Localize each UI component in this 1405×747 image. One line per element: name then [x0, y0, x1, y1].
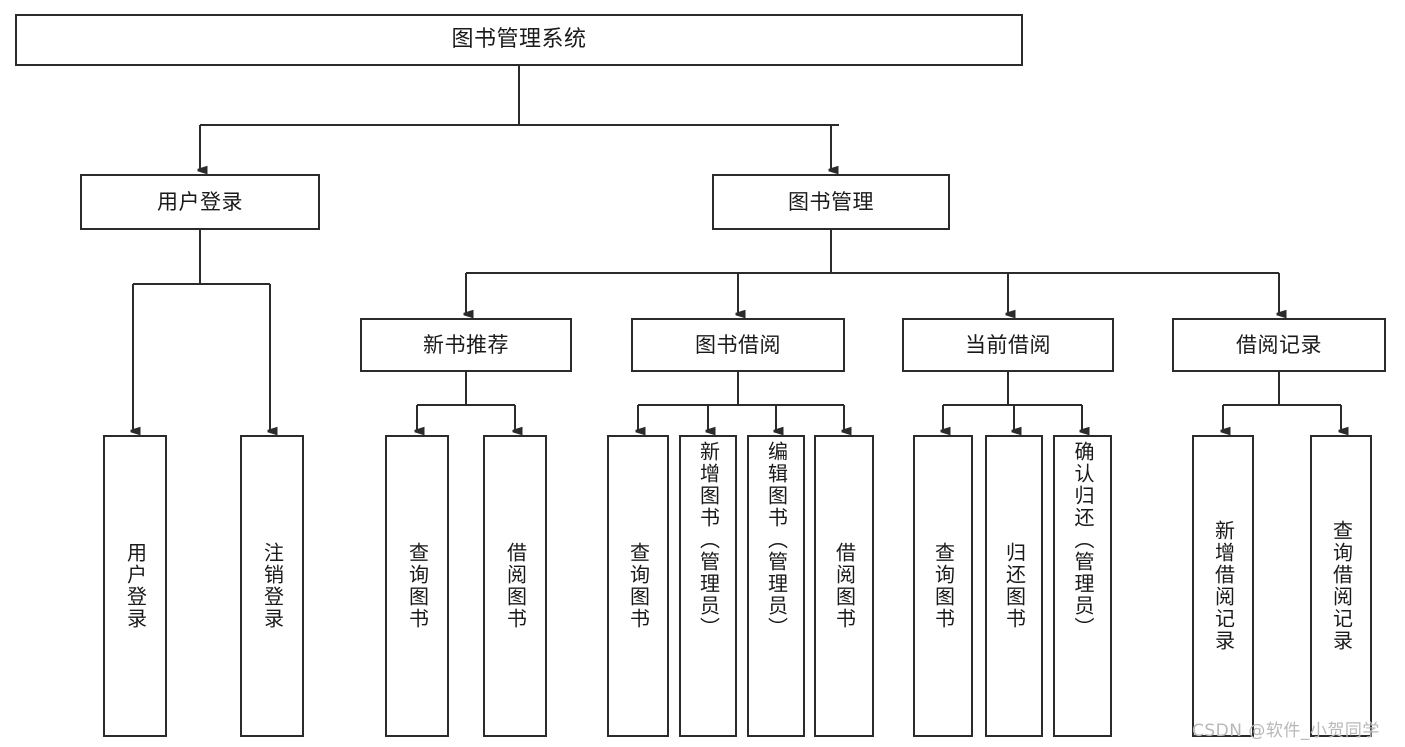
node-leaf-return-book[interactable]: 归还图书 — [985, 435, 1043, 737]
node-borrow-record[interactable]: 借阅记录 — [1172, 318, 1386, 372]
node-leaf-user-login-label: 用户登录 — [123, 542, 148, 630]
node-current-borrow[interactable]: 当前借阅 — [902, 318, 1114, 372]
node-leaf-confirm-return-label: 确认归还（管理员） — [1071, 441, 1095, 639]
node-leaf-edit-book[interactable]: 编辑图书（管理员） — [747, 435, 805, 737]
node-leaf-query-record-label: 查询借阅记录 — [1329, 520, 1354, 652]
node-leaf-edit-book-label: 编辑图书（管理员） — [764, 441, 789, 639]
csdn-watermark: CSDN @软件_小贺同学 — [1192, 721, 1380, 741]
node-leaf-borrow-book-1[interactable]: 借阅图书 — [483, 435, 547, 737]
node-leaf-return-book-label: 归还图书 — [1002, 542, 1027, 630]
node-leaf-query-book-2[interactable]: 查询图书 — [607, 435, 669, 737]
node-user-login[interactable]: 用户登录 — [80, 174, 320, 230]
node-root[interactable]: 图书管理系统 — [15, 14, 1023, 66]
node-leaf-user-login[interactable]: 用户登录 — [103, 435, 167, 737]
node-leaf-borrow-book-2[interactable]: 借阅图书 — [814, 435, 874, 737]
node-leaf-query-book-2-label: 查询图书 — [626, 542, 651, 630]
node-leaf-logout[interactable]: 注销登录 — [240, 435, 304, 737]
node-leaf-query-book-1[interactable]: 查询图书 — [385, 435, 449, 737]
node-leaf-logout-label: 注销登录 — [260, 542, 285, 630]
node-new-book-recommend[interactable]: 新书推荐 — [360, 318, 572, 372]
node-leaf-query-book-3-label: 查询图书 — [931, 542, 956, 630]
node-book-manage[interactable]: 图书管理 — [712, 174, 950, 230]
node-current-borrow-label: 当前借阅 — [965, 332, 1051, 357]
node-leaf-add-record-label: 新增借阅记录 — [1211, 520, 1236, 652]
node-leaf-borrow-book-2-label: 借阅图书 — [832, 542, 857, 630]
node-leaf-add-record[interactable]: 新增借阅记录 — [1192, 435, 1254, 737]
node-root-label: 图书管理系统 — [451, 27, 587, 53]
node-book-manage-label: 图书管理 — [788, 189, 874, 214]
node-book-borrow-label: 图书借阅 — [695, 332, 781, 357]
node-leaf-add-book[interactable]: 新增图书（管理员） — [679, 435, 737, 737]
node-leaf-query-book-1-label: 查询图书 — [405, 542, 430, 630]
node-user-login-label: 用户登录 — [157, 189, 243, 214]
node-leaf-query-book-3[interactable]: 查询图书 — [913, 435, 973, 737]
node-leaf-add-book-label: 新增图书（管理员） — [696, 441, 721, 639]
node-leaf-borrow-book-1-label: 借阅图书 — [503, 542, 528, 630]
node-borrow-record-label: 借阅记录 — [1236, 332, 1322, 357]
node-leaf-confirm-return[interactable]: 确认归还（管理员） — [1053, 435, 1112, 737]
node-book-borrow[interactable]: 图书借阅 — [631, 318, 845, 372]
node-new-book-recommend-label: 新书推荐 — [423, 332, 509, 357]
node-leaf-query-record[interactable]: 查询借阅记录 — [1310, 435, 1372, 737]
